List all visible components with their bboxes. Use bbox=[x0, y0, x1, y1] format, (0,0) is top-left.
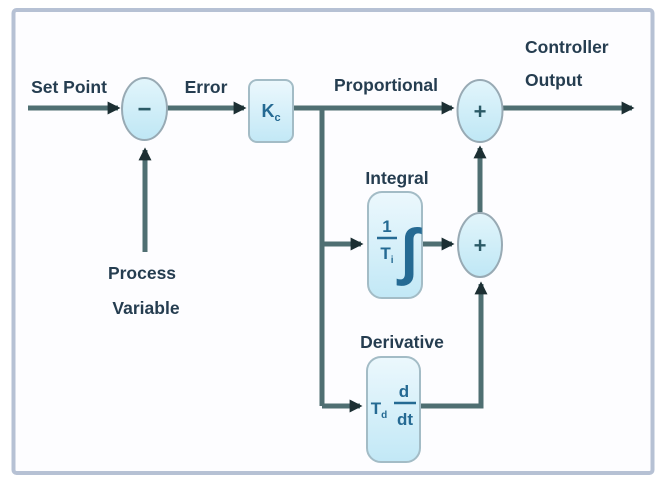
integral-den-base: T bbox=[380, 244, 391, 263]
plus-sign-mid: + bbox=[474, 233, 487, 258]
proportional-label: Proportional bbox=[334, 75, 438, 95]
derivative-numerator: d bbox=[399, 382, 409, 401]
minus-sign: − bbox=[137, 96, 151, 123]
derivative-coef-subscript: d bbox=[381, 410, 387, 421]
derivative-block bbox=[366, 356, 421, 463]
integral-numerator: 1 bbox=[382, 217, 391, 236]
gain-subscript: c bbox=[274, 112, 280, 124]
error-label: Error bbox=[185, 77, 228, 97]
derivative-label: Derivative bbox=[360, 332, 444, 352]
gain-block bbox=[248, 79, 294, 143]
gain-symbol: Kc bbox=[261, 101, 280, 124]
plus-sign-top: + bbox=[474, 99, 487, 124]
controller-output-label-line1: Controller bbox=[525, 37, 609, 57]
integral-block bbox=[367, 191, 423, 299]
process-variable-label-line1: Process bbox=[108, 263, 176, 283]
integral-den-subscript: i bbox=[391, 255, 394, 266]
set-point-label: Set Point bbox=[31, 77, 107, 97]
derivative-coefficient: Td bbox=[371, 399, 388, 421]
integral-label: Integral bbox=[365, 168, 428, 188]
compare-junction bbox=[121, 77, 168, 141]
sum-junction-top bbox=[456, 79, 504, 143]
integral-denominator: Ti bbox=[380, 244, 393, 266]
sum-junction-mid bbox=[457, 212, 503, 278]
derivative-denominator: dt bbox=[397, 410, 413, 429]
process-variable-label-line2: Variable bbox=[112, 298, 179, 318]
controller-output-label-line2: Output bbox=[525, 70, 583, 90]
wire-derivative-to-sum2 bbox=[420, 281, 488, 409]
gain-base: K bbox=[261, 101, 274, 121]
derivative-coef-base: T bbox=[371, 399, 382, 418]
